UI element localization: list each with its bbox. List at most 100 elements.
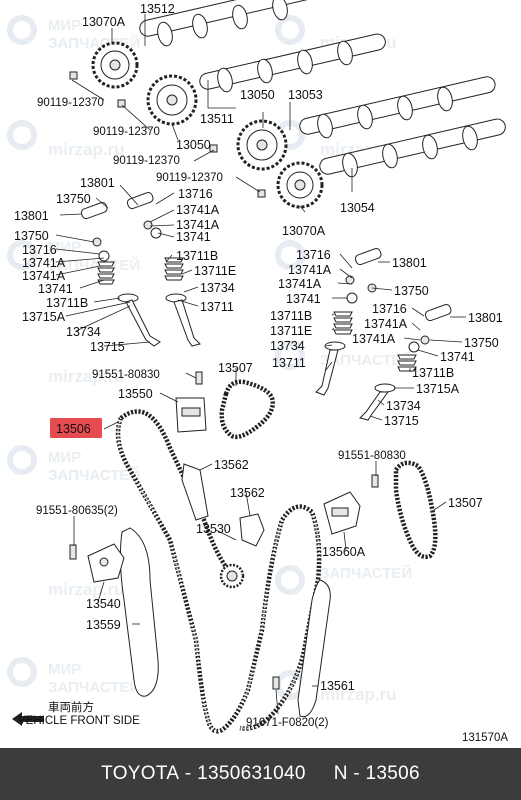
camshaft-upper-left — [139, 0, 336, 47]
label-13716: 13716 — [22, 243, 57, 257]
label-13741a: 13741A — [352, 332, 396, 346]
label-13741: 13741 — [176, 230, 211, 244]
label-13540: 13540 — [86, 597, 121, 611]
label-13559: 13559 — [86, 618, 121, 632]
part-labels: 13070A 13512 90119-12370 90119-12370 135… — [14, 2, 503, 729]
camshaft-upper-right — [199, 33, 386, 93]
watermark-line1: МИР — [48, 17, 81, 34]
label-13511: 13511 — [200, 112, 234, 126]
label-13530: 13530 — [196, 522, 231, 536]
label-91551-80635: 91551-80635(2) — [36, 505, 118, 517]
highlighted-part-13506[interactable]: 13506 — [50, 418, 102, 438]
label-13507: 13507 — [448, 496, 483, 510]
parts-diagram: МИР ЗАПЧАСТЕЙ mirzap.ru mirzap.ru mirzap… — [7, 0, 509, 744]
label-13512: 13512 — [140, 2, 175, 16]
label-13734: 13734 — [200, 281, 235, 295]
label-13560a: 13560A — [322, 545, 366, 559]
label-13741: 13741 — [286, 292, 321, 306]
label-13741a: 13741A — [278, 277, 322, 291]
footer-gap — [306, 763, 334, 785]
label-13050: 13050 — [240, 88, 275, 102]
label-13711e: 13711E — [270, 324, 312, 338]
chain-guide-13559 — [119, 527, 159, 697]
chain-guide-13562-a — [181, 463, 209, 521]
label-13741: 13741 — [38, 282, 73, 296]
label-13801: 13801 — [468, 311, 503, 325]
watermark-site: mirzap.ru — [48, 367, 125, 386]
valvetrain-right — [315, 248, 452, 421]
label-91671-f0820: 91671-F0820(2) — [246, 717, 329, 729]
cam-gear-13070a-bottom — [276, 161, 324, 209]
label-13715a: 13715A — [22, 310, 66, 324]
footer-prefix: N — [333, 763, 348, 784]
label-13562: 13562 — [230, 486, 265, 500]
label-13750: 13750 — [56, 192, 91, 206]
label-90119-12370: 90119-12370 — [113, 155, 180, 167]
bolt-icon — [69, 71, 379, 690]
label-13801: 13801 — [80, 176, 115, 190]
label-13070a: 13070A — [82, 15, 126, 29]
watermark-line2: ЗАПЧАСТЕЙ — [48, 466, 140, 484]
label-13750: 13750 — [394, 284, 429, 298]
label-13711b: 13711B — [46, 296, 88, 310]
chain-guide-13562-b — [239, 513, 265, 547]
watermark-line2: ЗАПЧАСТЕЙ — [48, 678, 140, 696]
camshaft-lower-right — [319, 118, 506, 178]
label-13741a: 13741A — [288, 263, 332, 277]
label-13711: 13711 — [272, 356, 306, 370]
label-13711b: 13711B — [270, 309, 312, 323]
footer-separator: - — [347, 763, 366, 784]
label-13715: 13715 — [90, 340, 125, 354]
watermark-line2: ЗАПЧАСТЕЙ — [320, 351, 412, 369]
label-13734: 13734 — [386, 399, 421, 413]
label-13734: 13734 — [270, 339, 305, 353]
watermark-site: mirzap.ru — [48, 140, 125, 159]
label-13741a: 13741A — [176, 203, 220, 217]
label-13716: 13716 — [178, 187, 213, 201]
label-13741a: 13741A — [22, 256, 66, 270]
label-13507: 13507 — [218, 361, 253, 375]
label-13750: 13750 — [464, 336, 499, 350]
leader-lines — [55, 14, 466, 715]
label-13801: 13801 — [392, 256, 427, 270]
watermark-site: mirzap.ru — [320, 685, 397, 704]
highlight-box — [50, 418, 102, 438]
camshaft-lower-left — [299, 76, 496, 139]
label-13506: 13506 — [56, 422, 91, 436]
valvetrain-left — [80, 192, 201, 347]
crank-sprocket-13530 — [219, 563, 245, 589]
label-13801: 13801 — [14, 209, 49, 223]
cam-gear-13050-left — [146, 74, 198, 126]
tensioner-13550 — [175, 397, 207, 433]
chain-13507-right — [393, 460, 438, 560]
label-91551-80830: 91551-80830 — [338, 450, 406, 462]
footer-ref: 13506 — [365, 763, 420, 784]
label-13734: 13734 — [66, 325, 101, 339]
label-13050: 13050 — [176, 138, 211, 152]
timing-chain-13506 — [115, 409, 322, 734]
watermark-line2: ЗАПЧАСТЕЙ — [320, 564, 412, 582]
footer-bar: TOYOTA - 1350631040 N - 13506 — [0, 748, 521, 800]
label-13741a: 13741A — [176, 218, 220, 232]
watermark-site: mirzap.ru — [48, 580, 125, 599]
label-13711: 13711 — [200, 300, 234, 314]
chain-13507-top — [219, 379, 275, 440]
tensioner-13560a — [323, 491, 361, 535]
tensioner-13540 — [87, 543, 125, 583]
label-90119-12370: 90119-12370 — [156, 172, 223, 184]
front-side-label-jp: 車両前方 — [48, 700, 94, 714]
watermark-line1: МИР — [48, 449, 81, 466]
footer-part-number: 1350631040 — [197, 763, 306, 784]
figure-code: 131570A — [462, 732, 508, 744]
label-13741a: 13741A — [364, 317, 408, 331]
label-13715a: 13715A — [416, 382, 460, 396]
footer-separator: - — [179, 763, 198, 784]
label-91551-80830: 91551-80830 — [92, 369, 160, 381]
label-13741a: 13741A — [22, 269, 66, 283]
front-side-label-en: VEHICLE FRONT SIDE — [18, 715, 140, 727]
label-90119-12370: 90119-12370 — [93, 126, 160, 138]
vehicle-front-arrow-icon — [12, 712, 44, 726]
label-13750: 13750 — [14, 229, 49, 243]
label-90119-12370: 90119-12370 — [37, 97, 104, 109]
label-13561: 13561 — [320, 679, 355, 693]
